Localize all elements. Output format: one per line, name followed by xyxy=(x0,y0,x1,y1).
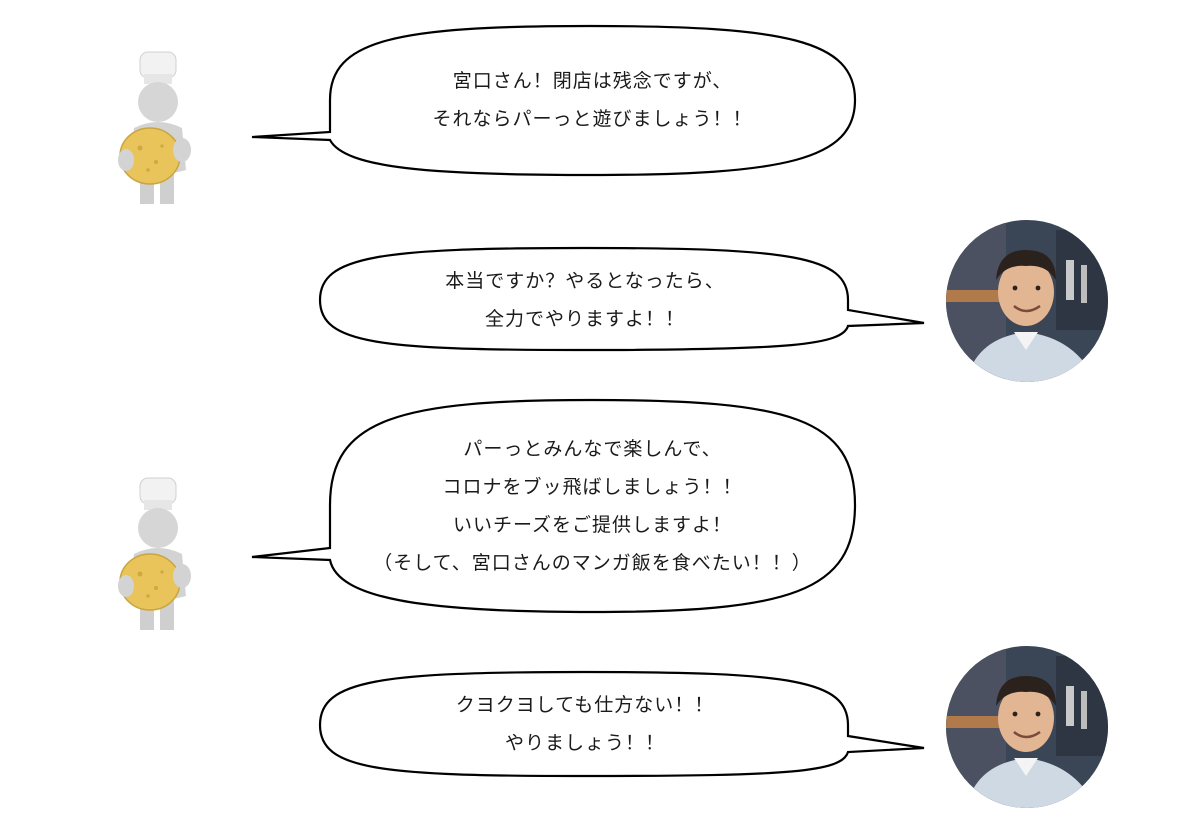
speech-bubble-text: クヨクヨしても仕方ない！！ やりましょう！！ xyxy=(330,686,840,762)
message-line: それならパーっと遊びましょう！！ xyxy=(432,108,753,130)
cheese-chef-figure-1 xyxy=(112,50,202,210)
message-line: 宮口さん！閉店は残念ですが、 xyxy=(452,70,733,92)
man-photo-avatar xyxy=(946,646,1108,808)
speech-bubble-text: 本当ですか？やるとなったら、 全力でやりますよ！！ xyxy=(330,262,840,338)
message-line: （そして、宮口さんのマンガ飯を食べたい！！） xyxy=(373,552,812,574)
message-line: パーっとみんなで楽しんで、 xyxy=(463,438,722,460)
message-line: コロナをブッ飛ばしましょう！！ xyxy=(442,476,743,498)
message-line: 本当ですか？やるとなったら、 xyxy=(445,270,725,292)
speech-bubble-text: 宮口さん！閉店は残念ですが、 それならパーっと遊びましょう！！ xyxy=(340,62,845,138)
miyaguchi-avatar-2 xyxy=(946,646,1108,808)
cheese-chef-figure-2 xyxy=(112,476,202,636)
chef-figure-icon xyxy=(118,51,191,204)
message-line: いいチーズをご提供しますよ！ xyxy=(452,514,733,536)
message-line: 全力でやりますよ！！ xyxy=(484,308,685,330)
chef-figure-icon xyxy=(118,477,191,630)
speech-bubble-text: パーっとみんなで楽しんで、 コロナをブッ飛ばしましょう！！ いいチーズをご提供し… xyxy=(340,430,845,582)
message-line: クヨクヨしても仕方ない！！ xyxy=(455,694,715,716)
message-line: やりましょう！！ xyxy=(504,732,665,754)
